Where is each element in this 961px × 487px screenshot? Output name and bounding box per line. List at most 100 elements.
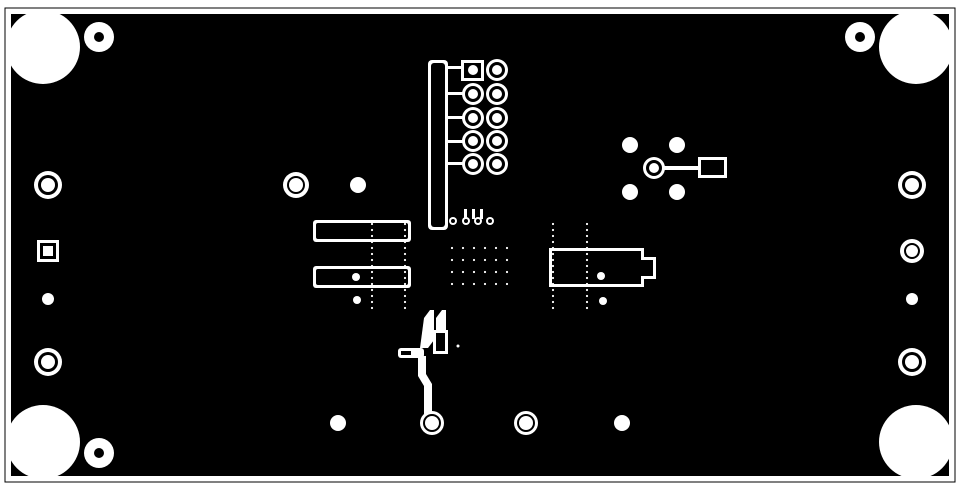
via-dot [551,222,555,226]
via-dot [370,306,374,310]
via-dot [551,228,555,232]
via-dot [551,276,555,280]
pin-header [428,59,508,230]
via-dot [370,234,374,238]
via-dot [403,294,407,298]
left-smd-pads [313,220,411,304]
via-dot [483,258,487,262]
via-dot [461,258,465,262]
via-dot [551,246,555,250]
via-dot [585,270,589,274]
via-dot [370,300,374,304]
corner-cutout-top-right [879,10,953,84]
via-dot [461,246,465,250]
via-dot [403,288,407,292]
via-dot [551,252,555,256]
via-columns [370,222,589,310]
via-dot [585,228,589,232]
via-dot [585,306,589,310]
via-dot [370,228,374,232]
via-dot [370,264,374,268]
component-right-top [622,137,727,200]
via-dot [370,270,374,274]
via-dot [403,270,407,274]
via-dot [472,282,476,286]
via-dot [403,252,407,256]
via-dot [494,282,498,286]
copper-pour [11,14,949,476]
via-dot [370,294,374,298]
via-dot [585,222,589,226]
via-dot [450,258,454,262]
via-dot [403,264,407,268]
via-dot [551,234,555,238]
via-dot [585,240,589,244]
via-dot [585,252,589,256]
corner-cutout-bottom-left [6,405,80,479]
via-dot [370,240,374,244]
vias-left-center [283,172,366,198]
via-dot [472,270,476,274]
corner-cutouts [6,10,953,479]
via-dot [450,282,454,286]
via-dot [450,270,454,274]
via-dot [370,276,374,280]
via-dot [370,252,374,256]
via-dot [403,282,407,286]
left-connector-pads [34,171,62,376]
via-dot [551,282,555,286]
via-dot [461,270,465,274]
via-dot [585,276,589,280]
via-dot [551,240,555,244]
via-dot [585,264,589,268]
via-dot [483,282,487,286]
right-ic-pad [549,248,656,305]
via-dot [551,300,555,304]
board-outline [4,7,956,483]
via-dot [370,282,374,286]
via-dot [370,246,374,250]
via-dot [472,246,476,250]
via-dot [461,282,465,286]
via-dot [505,270,509,274]
via-dot [403,234,407,238]
via-dot [585,300,589,304]
via-dot [551,258,555,262]
via-dot [403,240,407,244]
via-dot [483,270,487,274]
via-dot [585,294,589,298]
via-dot [483,246,487,250]
via-dot [403,258,407,262]
via-dot [585,234,589,238]
via-dot [551,264,555,268]
via-dot [551,294,555,298]
via-dot [585,282,589,286]
bottom-vias [330,411,630,435]
via-dot [494,246,498,250]
via-dot [370,222,374,226]
mounting-holes [84,22,875,468]
via-dot [551,288,555,292]
corner-cutout-top-left [6,10,80,84]
via-dot [585,246,589,250]
via-dot [403,222,407,226]
via-dot [403,228,407,232]
right-connector-pads [898,171,926,376]
via-dot [450,246,454,250]
via-dot [403,276,407,280]
via-dot [403,300,407,304]
via-dot [505,258,509,262]
via-dot [585,258,589,262]
via-dot [494,270,498,274]
via-dot [494,258,498,262]
via-dot [370,288,374,292]
via-dot [505,246,509,250]
via-dot [551,270,555,274]
bottom-center-trace [398,310,460,435]
via-dot [403,306,407,310]
via-dot [403,246,407,250]
via-dot [370,258,374,262]
via-dot [585,288,589,292]
corner-cutout-bottom-right [879,405,953,479]
via-dot [505,282,509,286]
